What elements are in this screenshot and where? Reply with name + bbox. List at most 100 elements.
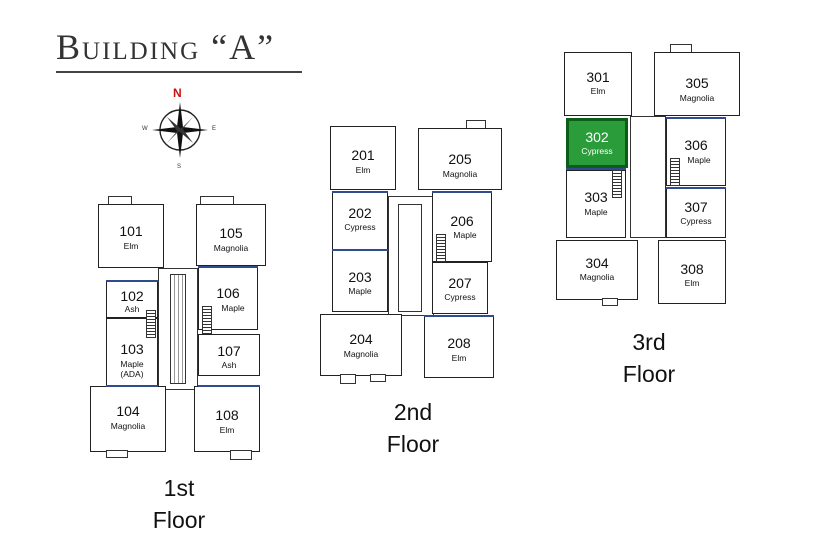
room-name: Maple (ADA) [120,359,144,379]
room-202[interactable]: 202 Cypress [332,192,388,250]
room-name: Elm [590,86,606,96]
compass-east-label: E [212,126,217,132]
room-number: 108 [215,407,239,423]
room-name: Maple [687,155,711,165]
room-307[interactable]: 307 Cypress [666,188,726,238]
room-name: Maple [221,303,245,313]
room-name: Magnolia [110,421,146,431]
floor-1-label: 1st Floor [134,472,224,536]
room-name: Maple [453,230,477,240]
room-204[interactable]: 204 Magnolia [320,314,402,376]
divider [666,117,726,119]
room-name: Maple [348,286,372,296]
balcony [370,374,386,382]
room-number: 306 [684,137,708,153]
room-name: Elm [355,165,371,175]
divider [566,168,626,170]
room-107[interactable]: 107 Ash [198,334,260,376]
room-name: Ash [124,304,140,314]
floor-3-label: 3rd Floor [604,326,694,390]
room-number: 102 [120,288,144,304]
room-name: Elm [684,278,700,288]
room-305[interactable]: 305 Magnolia [654,52,740,116]
room-number: 208 [447,335,471,351]
room-name: Elm [451,353,467,363]
room-name: Elm [123,241,139,251]
floor-label-line1: 3rd [632,329,666,355]
room-105[interactable]: 105 Magnolia [196,204,266,266]
room-308[interactable]: 308 Elm [658,240,726,304]
compass-south-label: S [177,164,182,170]
room-name: Elm [219,425,235,435]
compass-rose: N E S W [140,86,220,170]
page-title: Building “A” [56,27,276,67]
room-301[interactable]: 301 Elm [564,52,632,116]
divider [198,385,260,387]
room-number: 301 [586,69,610,85]
room-number: 303 [584,189,608,205]
room-number: 105 [219,225,243,241]
stairs-icon [670,158,680,186]
floor-label-line1: 2nd [393,399,433,425]
room-name: Ash [221,360,237,370]
room-number: 205 [448,151,472,167]
room-number: 107 [217,343,241,359]
divider [198,266,258,268]
stairs-icon [612,170,622,198]
room-name: Maple [584,207,608,217]
room-number: 207 [448,275,472,291]
corridor-walkway [170,274,186,384]
room-302-highlighted[interactable]: 302 Cypress [566,118,628,168]
room-number: 106 [216,285,240,301]
room-103[interactable]: 103 Maple (ADA) [106,318,158,386]
room-number: 103 [120,341,144,357]
floor-label-line2: Floor [386,431,440,457]
title-underline [56,71,302,73]
room-name: Cypress [444,292,476,302]
stairs-icon [146,310,156,338]
room-name: Magnolia [442,169,478,179]
room-206[interactable]: 206 Maple [432,192,492,262]
room-name: Cypress [581,146,613,156]
room-number: 307 [684,199,708,215]
room-205[interactable]: 205 Magnolia [418,128,502,190]
room-108[interactable]: 108 Elm [194,386,260,452]
corridor-walkway [398,204,422,312]
balcony [602,298,618,306]
room-name: Magnolia [679,93,715,103]
compass-north-label: N [173,86,182,100]
room-203[interactable]: 203 Maple [332,250,388,312]
room-name: Magnolia [343,349,379,359]
room-207[interactable]: 207 Cypress [432,262,488,314]
room-number: 305 [685,75,709,91]
divider [106,385,158,387]
room-101[interactable]: 101 Elm [98,204,164,268]
room-number: 206 [450,213,474,229]
compass-icon [152,102,208,158]
balcony [340,374,356,384]
stairs-icon [436,234,446,262]
divider [424,315,494,317]
room-304[interactable]: 304 Magnolia [556,240,638,300]
divider [332,191,388,193]
divider [432,191,492,193]
room-number: 204 [349,331,373,347]
room-number: 202 [348,205,372,221]
corridor [630,116,666,238]
room-number: 104 [116,403,140,419]
room-name: Cypress [680,216,712,226]
divider [106,280,158,282]
compass-west-label: W [142,126,148,132]
floor-label-line2: Floor [152,507,206,533]
room-201[interactable]: 201 Elm [330,126,396,190]
divider [666,187,726,189]
room-name: Cypress [344,222,376,232]
room-104[interactable]: 104 Magnolia [90,386,166,452]
room-number: 101 [119,223,143,239]
balcony [230,450,252,460]
stairs-icon [202,306,212,334]
room-208[interactable]: 208 Elm [424,316,494,378]
floor-2-label: 2nd Floor [368,396,458,460]
balcony [106,450,128,458]
room-number: 304 [585,255,609,271]
